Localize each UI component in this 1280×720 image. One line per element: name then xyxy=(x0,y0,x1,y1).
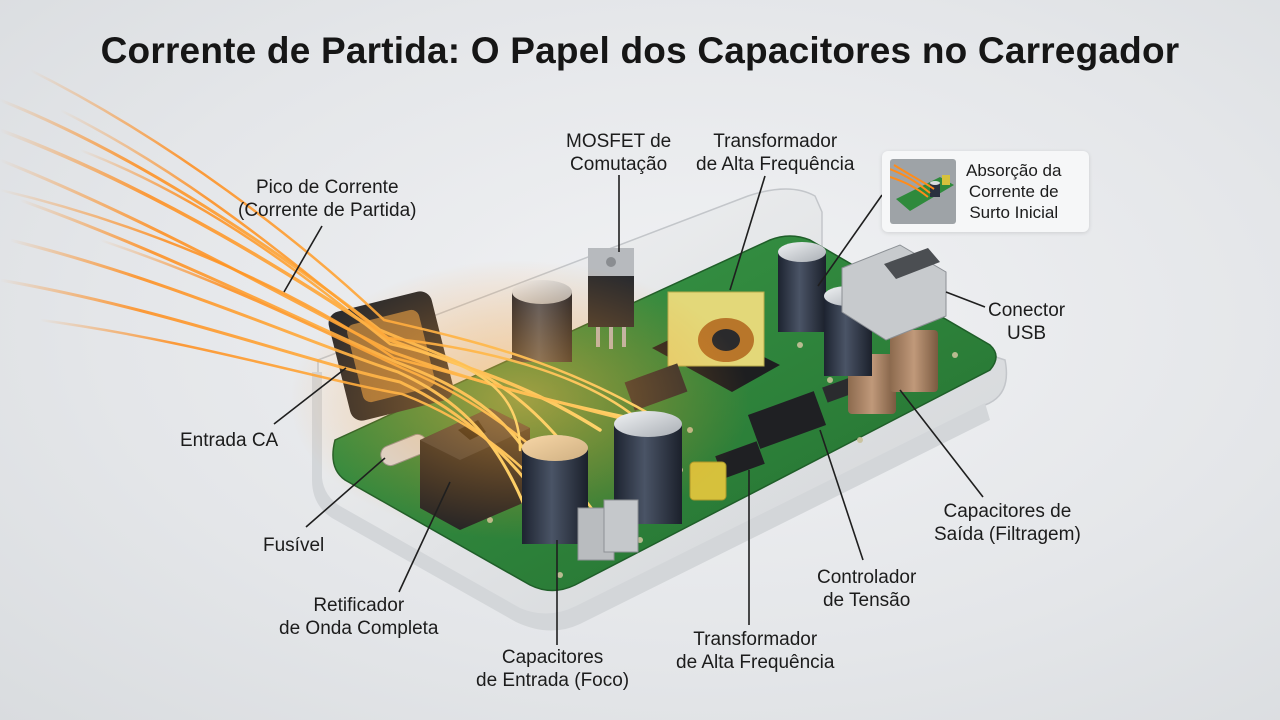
inrush-current-streams xyxy=(0,68,672,542)
label-transformer-bottom: Transformador de Alta Frequência xyxy=(676,628,834,674)
label-ac-input: Entrada CA xyxy=(180,429,278,452)
label-line: USB xyxy=(1007,323,1047,344)
label-line: Capacitores de xyxy=(943,501,1072,522)
surge-absorption-callout: Absorção da Corrente de Surto Inicial xyxy=(882,151,1089,232)
page-title: Corrente de Partida: O Papel dos Capacit… xyxy=(100,30,1180,71)
label-line: de Alta Frequência xyxy=(696,154,855,175)
input-capacitors xyxy=(522,411,682,561)
label-line: Corrente de xyxy=(968,182,1059,201)
label-line: de Entrada (Foco) xyxy=(476,670,630,691)
label-line: Controlador xyxy=(817,567,917,588)
label-line: de Tensão xyxy=(822,590,911,611)
current-surge-thumbnail-icon xyxy=(890,159,956,224)
label-bridge-rectifier: Retificador de Onda Completa xyxy=(279,594,439,640)
label-line: Capacitores xyxy=(501,647,604,668)
label-line: MOSFET de xyxy=(566,131,672,152)
label-line: (Corrente de Partida) xyxy=(238,200,417,221)
label-line: Entrada CA xyxy=(180,430,279,451)
label-mosfet: MOSFET de Comutação xyxy=(566,130,671,176)
label-voltage-controller: Controlador de Tensão xyxy=(817,566,916,612)
label-line: Fusível xyxy=(263,535,325,556)
label-line: Saída (Filtragem) xyxy=(934,524,1081,545)
label-line: Absorção da xyxy=(966,161,1062,180)
label-usb-connector: Conector USB xyxy=(988,299,1065,345)
label-line: de Alta Frequência xyxy=(676,652,835,673)
label-line: de Onda Completa xyxy=(279,618,439,639)
label-surge-absorption: Absorção da Corrente de Surto Inicial xyxy=(966,160,1061,223)
label-fuse: Fusível xyxy=(263,534,324,557)
label-line: Retificador xyxy=(313,595,405,616)
label-output-capacitors: Capacitores de Saída (Filtragem) xyxy=(934,500,1081,546)
label-line: Transformador xyxy=(693,629,818,650)
label-input-capacitors: Capacitores de Entrada (Foco) xyxy=(476,646,629,692)
label-line: Transformador xyxy=(713,131,838,152)
label-line: Surto Inicial xyxy=(969,203,1059,222)
label-line: Conector xyxy=(988,300,1066,321)
usb-connector xyxy=(841,244,947,341)
label-line: Pico de Corrente xyxy=(255,177,399,198)
leader-lines xyxy=(273,175,986,645)
label-inrush-current-peak: Pico de Corrente (Corrente de Partida) xyxy=(238,176,416,222)
label-transformer-top: Transformador de Alta Frequência xyxy=(696,130,854,176)
label-line: Comutação xyxy=(570,154,668,175)
